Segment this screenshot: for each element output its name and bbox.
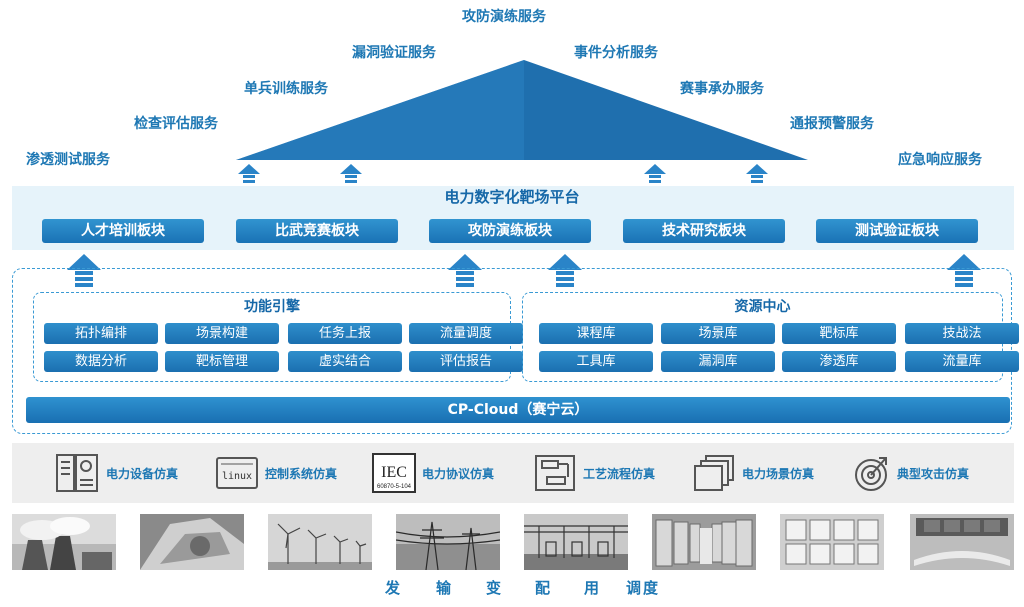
service-right-3: 通报预警服务: [790, 116, 874, 132]
resource-chip: 漏洞库: [661, 351, 775, 372]
engine-title: 功能引擎: [244, 299, 300, 315]
up-arrow-icon: [340, 164, 362, 183]
sim-control-system: linux 控制系统仿真: [215, 452, 337, 494]
iec-icon-text: IEC: [381, 464, 407, 481]
generator-photo: [140, 514, 244, 570]
service-right-4: 应急响应服务: [898, 152, 982, 168]
meters-photo: [780, 514, 884, 570]
resource-chip: 渗透库: [782, 351, 896, 372]
wind-turbines-photo: [268, 514, 372, 570]
sim-power-equipment: 电力设备仿真: [54, 452, 178, 494]
sim-label: 典型攻击仿真: [897, 466, 970, 481]
resource-chip: 流量库: [905, 351, 1019, 372]
linux-icon: linux: [216, 457, 258, 489]
transmission-tower-photo: [396, 514, 500, 570]
cloud-bar: CP-Cloud（赛宁云）: [26, 397, 1010, 423]
service-right-2: 赛事承办服务: [680, 81, 764, 97]
label-transmission: 输: [436, 579, 452, 597]
up-arrow-icon: [548, 254, 582, 287]
sim-label: 电力设备仿真: [106, 466, 179, 481]
linux-icon-text: linux: [222, 471, 252, 482]
engine-chip: 任务上报: [288, 323, 402, 344]
engine-chip: 评估报告: [409, 351, 523, 372]
sim-label: 电力协议仿真: [422, 466, 495, 481]
substation-photo: [524, 514, 628, 570]
pyramid-arrows: [238, 164, 768, 183]
up-arrow-icon: [448, 254, 482, 287]
label-transformation: 变: [486, 579, 502, 597]
scene-stack-icon: [694, 455, 734, 491]
label-consumption: 用: [584, 579, 600, 597]
sim-protocol: IEC 60870-5-104 电力协议仿真: [372, 452, 494, 494]
resource-chip: 场景库: [661, 323, 775, 344]
control-room-photo: [910, 514, 1014, 570]
target-attack-icon: [855, 457, 887, 491]
sim-process-flow: 工艺流程仿真: [533, 452, 655, 494]
engine-chip: 场景构建: [165, 323, 279, 344]
power-equipment-icon: [56, 454, 98, 492]
module-talent-training: 人才培训板块: [42, 219, 204, 243]
power-plant-photo: [12, 514, 116, 570]
switchgear-photo: [652, 514, 756, 570]
service-left-2: 单兵训练服务: [244, 81, 328, 97]
up-arrow-icon: [947, 254, 981, 287]
service-left-1: 漏洞验证服务: [352, 45, 436, 61]
engine-chip: 拓扑编排: [44, 323, 158, 344]
platform-arrows: [67, 254, 981, 287]
engine-chip: 虚实结合: [288, 351, 402, 372]
platform-title: 电力数字化靶场平台: [444, 188, 580, 206]
service-pyramid: [236, 60, 808, 160]
service-left-3: 检查评估服务: [134, 116, 218, 132]
module-attack-defense: 攻防演练板块: [429, 219, 591, 243]
engine-chip: 靶标管理: [165, 351, 279, 372]
up-arrow-icon: [644, 164, 666, 183]
iec-icon-subtext: 60870-5-104: [377, 484, 412, 490]
module-test-verification: 测试验证板块: [816, 219, 978, 243]
resource-chip: 靶标库: [782, 323, 896, 344]
label-dispatch: 调度: [626, 579, 661, 597]
module-competition: 比武竞赛板块: [236, 219, 398, 243]
resource-chip: 工具库: [539, 351, 653, 372]
resource-chip: 技战法: [905, 323, 1019, 344]
sim-power-scene: 电力场景仿真: [692, 452, 814, 494]
sim-attack: 典型攻击仿真: [851, 452, 969, 494]
up-arrow-icon: [67, 254, 101, 287]
module-tech-research: 技术研究板块: [623, 219, 785, 243]
process-flow-icon: [535, 455, 575, 491]
resource-chip: 课程库: [539, 323, 653, 344]
sim-label: 工艺流程仿真: [583, 466, 656, 481]
sim-label: 电力场景仿真: [742, 466, 815, 481]
service-left-4: 渗透测试服务: [26, 152, 110, 168]
iec-icon: IEC 60870-5-104: [372, 453, 416, 493]
simulation-band: [12, 443, 1014, 503]
up-arrow-icon: [238, 164, 260, 183]
service-top: 攻防演练服务: [462, 9, 546, 25]
sim-label: 控制系统仿真: [265, 466, 338, 481]
label-generation: 发: [385, 579, 401, 597]
label-distribution: 配: [535, 579, 551, 597]
engine-chip: 流量调度: [409, 323, 523, 344]
service-right-1: 事件分析服务: [574, 45, 658, 61]
resources-title: 资源中心: [734, 299, 791, 315]
engine-chip: 数据分析: [44, 351, 158, 372]
up-arrow-icon: [746, 164, 768, 183]
